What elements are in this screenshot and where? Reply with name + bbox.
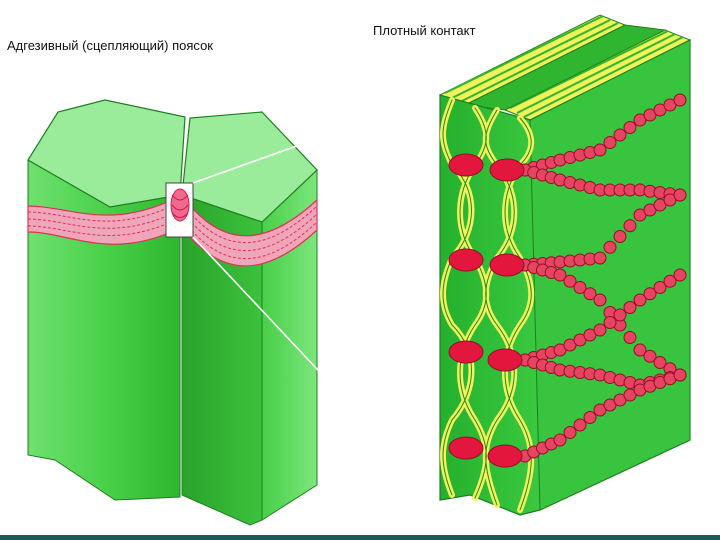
bead <box>623 121 637 134</box>
bead <box>673 368 687 382</box>
bead <box>633 293 647 307</box>
bead <box>603 240 617 254</box>
bead <box>583 287 597 301</box>
zoom-region-mesh <box>171 194 189 218</box>
bead <box>593 323 607 337</box>
top-strip-gap <box>463 24 667 111</box>
tight-junction-points <box>448 153 525 468</box>
bead <box>563 426 577 439</box>
junction-ellipse <box>448 436 484 460</box>
bead <box>603 316 617 329</box>
tight-junction-label: Плотный контакт <box>373 23 476 38</box>
bead <box>573 281 587 294</box>
adhesive-belt-label: Адгезивный (сцепляющий) поясок <box>7 38 213 53</box>
bead <box>653 356 667 369</box>
bead <box>563 274 577 288</box>
bead <box>623 219 637 233</box>
bead <box>613 128 627 142</box>
bead <box>633 343 647 357</box>
bead <box>673 188 687 202</box>
bead <box>643 349 657 363</box>
bead <box>673 268 687 282</box>
bead <box>653 281 667 294</box>
callout-line-top <box>192 94 441 184</box>
bead <box>613 230 627 243</box>
zoom-region-belt <box>170 188 190 222</box>
bead <box>613 308 627 322</box>
top-strip-left-lines <box>444 15 619 103</box>
bead <box>593 293 607 307</box>
junction-ellipse <box>448 153 484 177</box>
junction-ellipse <box>448 248 484 272</box>
bead <box>553 268 567 282</box>
junction-ellipse <box>489 253 525 277</box>
bead <box>583 411 597 424</box>
bead <box>593 251 607 265</box>
junction-ellipse <box>448 340 484 364</box>
left-cell-top <box>27 99 186 208</box>
bead-chains <box>518 93 687 463</box>
callout-line-bottom <box>192 236 441 501</box>
top-strip-right-lines <box>509 30 684 118</box>
bead <box>603 136 617 149</box>
cell-columns-overview <box>27 99 318 526</box>
bead <box>623 301 637 314</box>
bead <box>643 287 657 301</box>
bead <box>573 418 587 432</box>
right-cell-top <box>181 111 318 223</box>
bead <box>663 274 677 288</box>
bead <box>593 143 607 157</box>
junction-ellipse <box>489 158 525 182</box>
bead <box>673 93 687 107</box>
bottom-bar <box>0 535 720 540</box>
junction-ellipse <box>487 348 523 372</box>
junction-ellipse <box>487 444 523 468</box>
bead <box>623 331 637 344</box>
tight-junction-magnified <box>438 14 692 516</box>
bead <box>553 433 567 447</box>
adhesive-belt-mesh-left <box>27 201 181 236</box>
